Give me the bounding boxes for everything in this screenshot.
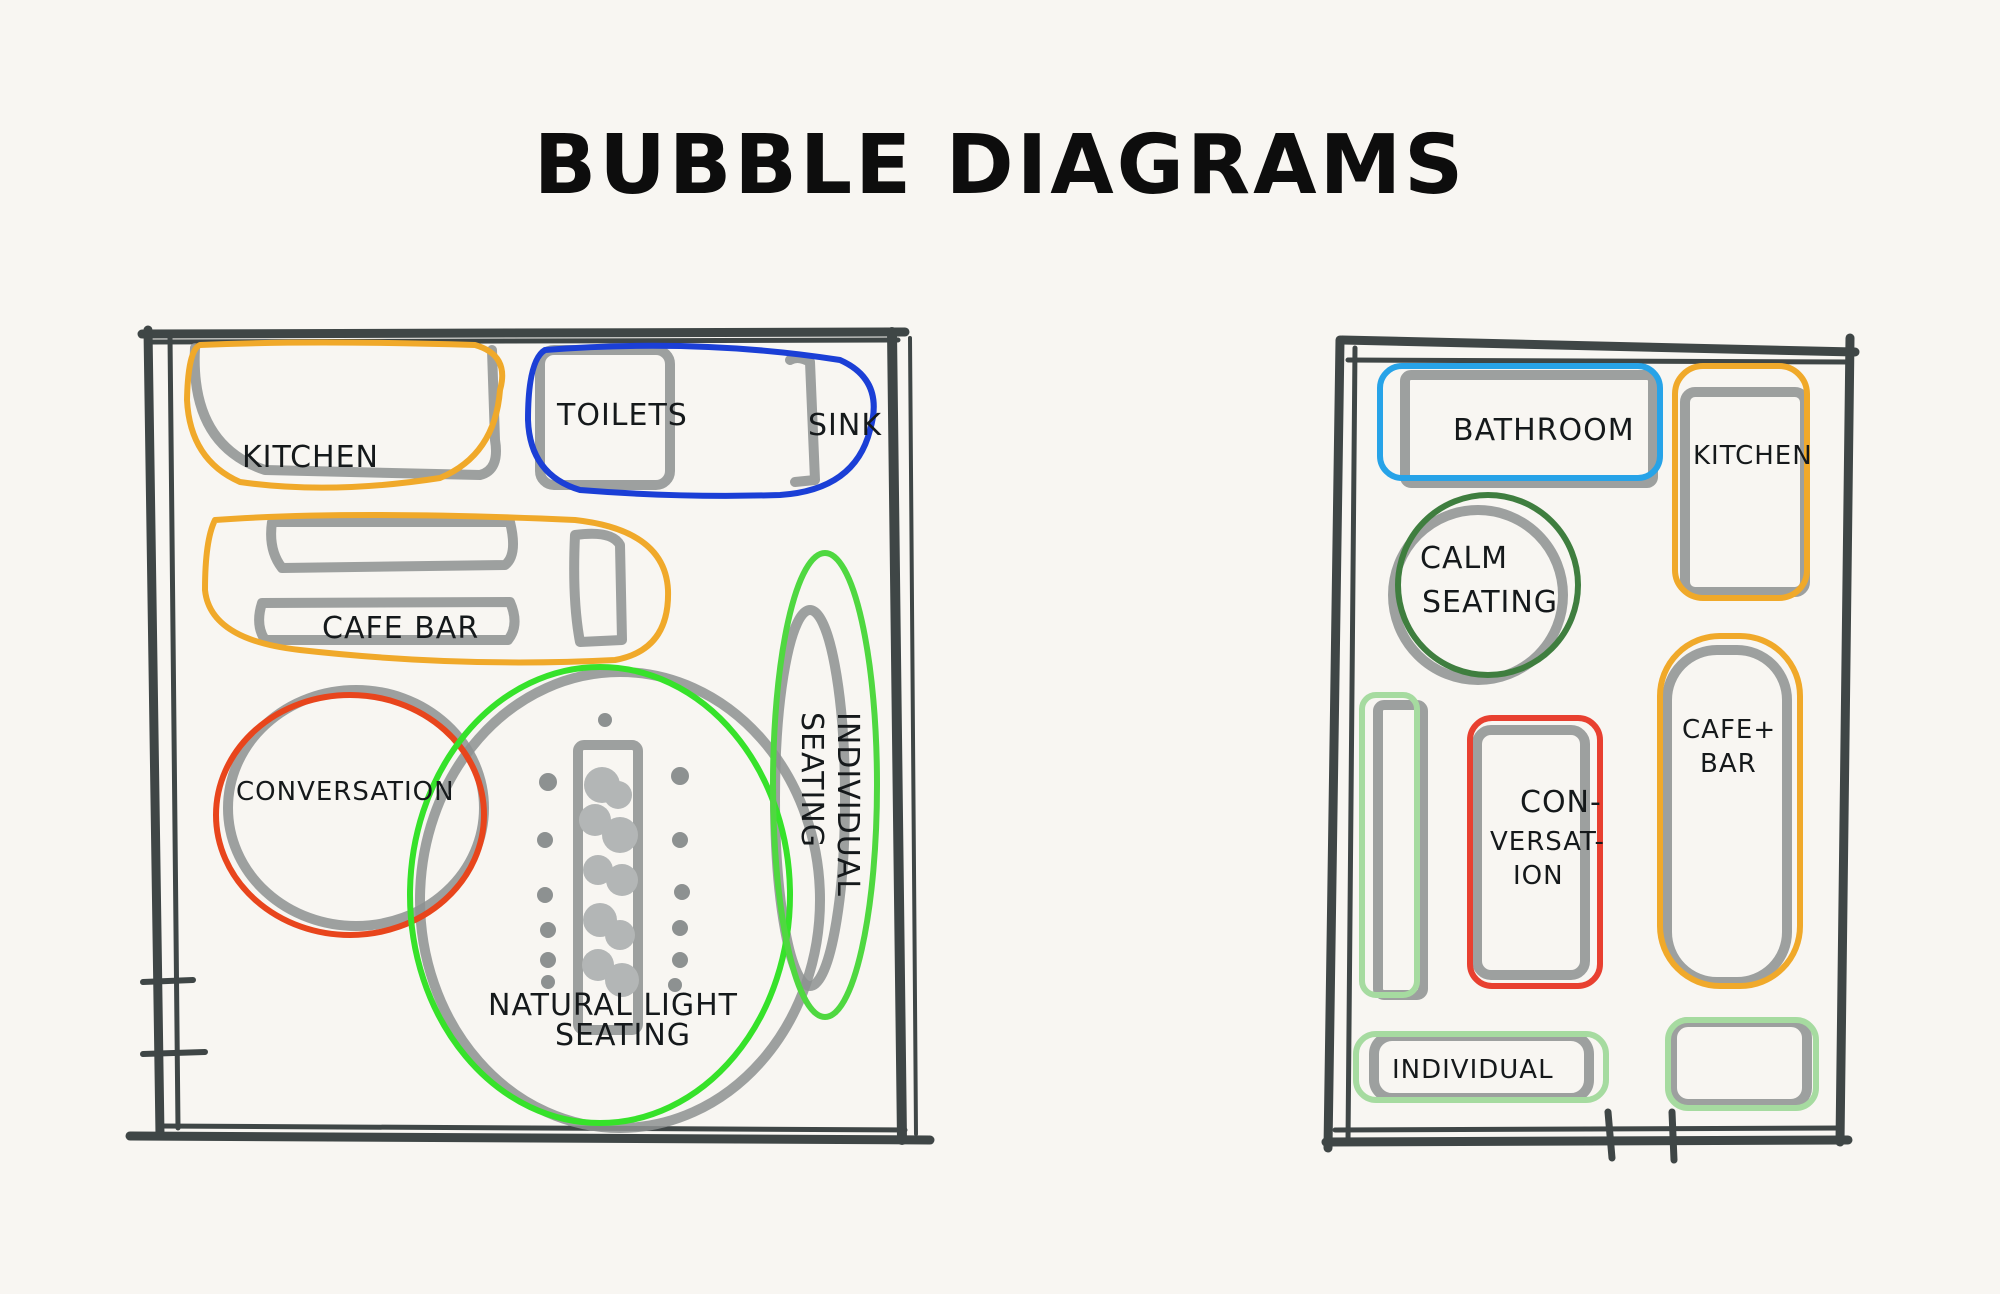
label-toilets: TOILETS: [556, 398, 688, 433]
plan-left-walls: [125, 325, 935, 1145]
label-individual-seating-1: INDIVIDUAL: [830, 712, 865, 897]
bubble-natural-light: [407, 664, 793, 1126]
label-individual-seating-2: SEATING: [794, 712, 829, 848]
bubble-calm-seating: [1395, 492, 1581, 678]
bubble-bathroom: [1377, 363, 1663, 481]
label-conversation-3: ION: [1513, 861, 1564, 891]
table-tops: [579, 767, 639, 997]
bubble-toilets: [525, 342, 877, 499]
bubble-individual-left: [1359, 692, 1420, 998]
plan-right-bubbles: [1353, 363, 1819, 1111]
label-cafe-bar: CAFE BAR: [322, 611, 479, 646]
bubble-individual-corner: [1665, 1017, 1819, 1111]
label-conversation: CONVERSATION: [236, 777, 455, 807]
label-bathroom: BATHROOM: [1453, 413, 1635, 448]
label-conversation-1: CON-: [1520, 785, 1602, 820]
page-title: BUBBLE DIAGRAMS: [533, 118, 1467, 213]
label-natural-light-2: SEATING: [555, 1018, 691, 1053]
label-individual-right: INDIVIDUAL: [1392, 1055, 1554, 1085]
bubble-kitchen-right: [1672, 363, 1810, 601]
label-cafe: CAFE+: [1682, 715, 1776, 745]
label-conversation-2: VERSAT-: [1490, 827, 1605, 857]
floor-plan-right: BATHROOM KITCHEN CALM SEATING CAFE+ BAR …: [1321, 333, 1860, 1164]
label-calm: CALM: [1420, 541, 1508, 576]
label-calm-seating: SEATING: [1422, 585, 1558, 620]
bubble-kitchen: [184, 339, 506, 491]
plan-left-labels: KITCHEN TOILETS SINK CAFE BAR CONVERSATI…: [236, 398, 882, 1053]
bubble-cafe-bar-right: [1657, 633, 1803, 989]
label-kitchen-right: KITCHEN: [1693, 441, 1813, 471]
bubble-individual-bottom: [1353, 1031, 1609, 1103]
label-bar: BAR: [1700, 749, 1757, 779]
plan-right-labels: BATHROOM KITCHEN CALM SEATING CAFE+ BAR …: [1392, 413, 1813, 1085]
plan-left-furniture: [189, 343, 850, 1133]
bubble-conversation-right: [1467, 715, 1603, 989]
label-kitchen: KITCHEN: [242, 440, 379, 475]
floor-plan-left: KITCHEN TOILETS SINK CAFE BAR CONVERSATI…: [125, 325, 935, 1145]
plan-right-furniture: [1369, 370, 1812, 1109]
label-sink: SINK: [808, 408, 882, 443]
bubble-cafe-bar: [202, 512, 672, 666]
plan-right-walls: [1321, 333, 1860, 1164]
chairs: [537, 713, 690, 992]
bubble-conversation: [213, 692, 487, 938]
bubble-individual: [770, 550, 880, 1020]
plan-left-bubbles: [184, 339, 880, 1126]
label-natural-light-1: NATURAL LIGHT: [488, 988, 738, 1023]
